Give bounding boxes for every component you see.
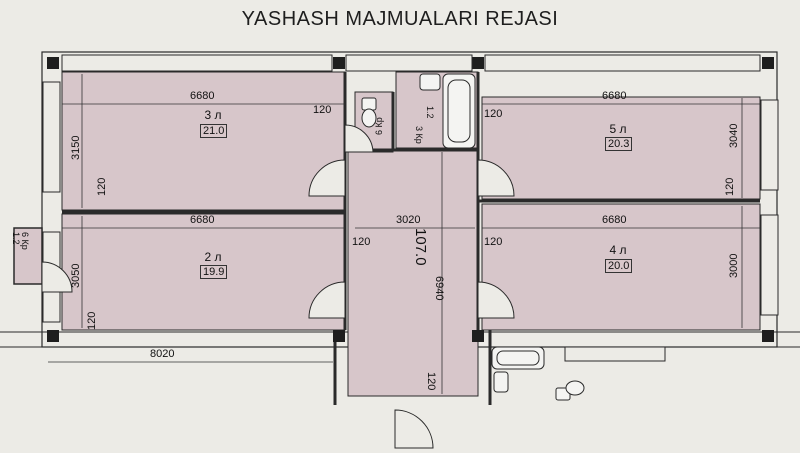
room-2-label: 2 л	[204, 250, 222, 264]
bathtub-top	[442, 73, 476, 149]
balcony-area: 1.2	[11, 232, 21, 245]
room-3-fill	[61, 71, 346, 211]
wall-120-8: 120	[425, 372, 437, 391]
wall-120-2: 120	[484, 108, 503, 120]
balcony	[13, 227, 43, 285]
dim-3040: 3040	[728, 123, 740, 148]
windows	[42, 54, 779, 323]
wall-120-6: 120	[484, 236, 503, 248]
wall-120-3: 120	[96, 177, 108, 196]
room-5-label: 5 л	[609, 122, 627, 136]
fixtures	[361, 73, 666, 401]
room-4-label: 4 л	[609, 243, 627, 257]
wall-120-4: 120	[724, 177, 736, 196]
room-2-area: 19.9	[200, 265, 228, 279]
room-3-label: 3 л	[204, 108, 222, 122]
room-3-area: 21.0	[200, 124, 228, 138]
dim-6680-mid-right: 6680	[602, 214, 627, 226]
sink-bottom	[493, 371, 509, 393]
room-fills	[61, 71, 761, 397]
dim-3050: 3050	[70, 263, 82, 288]
bathtub-bottom	[491, 346, 545, 370]
dim-6940: 6940	[433, 276, 445, 301]
wall-120-1: 120	[313, 104, 332, 116]
dim-8020: 8020	[150, 348, 175, 360]
bath-small-area: 1.2	[425, 106, 435, 119]
wall-120-7: 120	[86, 311, 98, 330]
dimension-lines	[48, 74, 760, 394]
dim-6680-top-left: 6680	[190, 90, 215, 102]
bath-label: 3 Кр	[414, 126, 424, 144]
toilet-top	[361, 97, 377, 111]
columns	[47, 57, 774, 342]
dim-3020: 3020	[396, 214, 421, 226]
dim-3000: 3000	[728, 253, 740, 278]
plan-title: YASHASH MAJMUALARI REJASI	[241, 8, 559, 30]
wc-label: 6 Кр	[374, 117, 384, 135]
dim-3150: 3150	[70, 135, 82, 160]
room-4-area: 20.0	[605, 259, 633, 273]
door-swings	[41, 124, 515, 449]
dim-6680-mid-left: 6680	[190, 214, 215, 226]
sink-top	[419, 73, 441, 91]
room-5-area: 20.3	[605, 137, 633, 151]
wall-120-5: 120	[352, 236, 371, 248]
total-area: 107.0	[412, 228, 429, 266]
corridor-fill	[347, 149, 479, 397]
dim-6680-top-right: 6680	[602, 90, 627, 102]
